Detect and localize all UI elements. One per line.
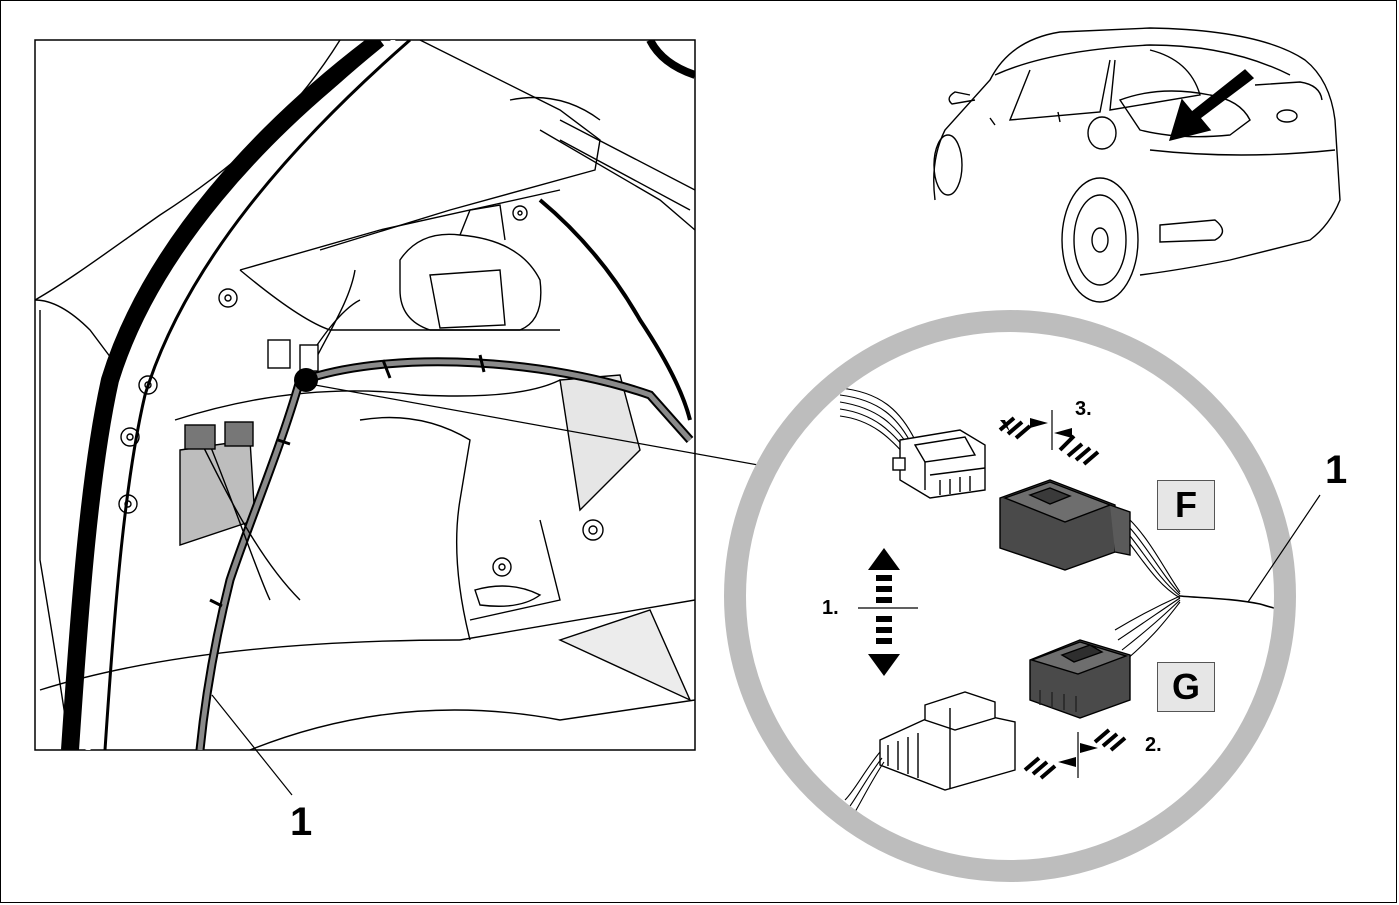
- car-location-view: [933, 27, 1341, 303]
- step2-label: 2.: [1145, 734, 1162, 756]
- step3-arrow: [998, 410, 1100, 466]
- detail-origin-dot: [294, 368, 318, 392]
- harness-callout-right: 1: [1325, 448, 1348, 492]
- connector-lower-plug: [879, 691, 1016, 791]
- harness-callout-left: 1: [290, 800, 313, 844]
- connector-detail: [724, 310, 1296, 882]
- harness-leader-right: [1247, 494, 1321, 603]
- interior-view: [34, 39, 696, 751]
- step1-label: 1.: [822, 597, 839, 619]
- detail-leader-line: [314, 384, 831, 479]
- step1-arrow: [858, 548, 918, 676]
- connector-g: [1029, 639, 1131, 719]
- location-arrow: [1168, 69, 1255, 141]
- detail-ring: [724, 310, 1296, 882]
- harness-leader-left: [211, 694, 293, 796]
- connector-f-label: F: [1157, 480, 1215, 530]
- connector-upper-plug: [892, 429, 986, 499]
- connector-g-label: G: [1157, 662, 1215, 712]
- step3-label: 3.: [1075, 398, 1092, 420]
- connector-f: [999, 479, 1131, 571]
- step2-arrow: [1023, 728, 1127, 780]
